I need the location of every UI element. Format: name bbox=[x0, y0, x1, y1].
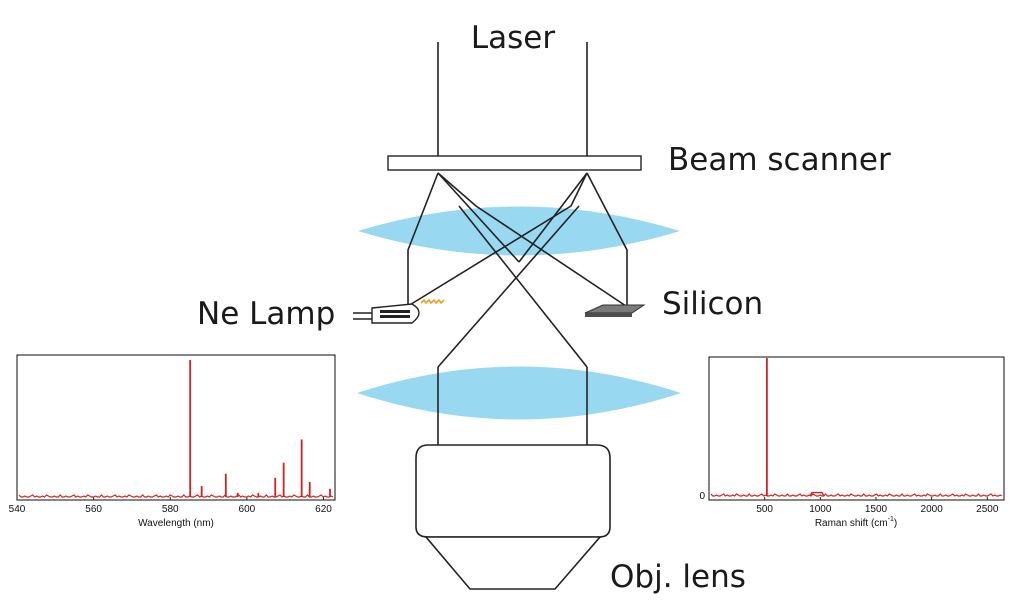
beam-scanner-label: Beam scanner bbox=[668, 142, 891, 178]
chart-frame bbox=[16, 354, 336, 501]
scanned-beams bbox=[407, 172, 628, 368]
x-axis-title: Wavelength (nm) bbox=[138, 518, 214, 529]
y-tick-label: 0 bbox=[699, 491, 705, 502]
spectrum-peak bbox=[809, 491, 825, 497]
x-tick-label: 560 bbox=[85, 504, 102, 515]
objective-lens bbox=[415, 444, 611, 590]
lamp-glow-icon bbox=[420, 298, 445, 305]
upper-lens bbox=[358, 206, 680, 256]
silicon-label: Silicon bbox=[662, 286, 763, 322]
x-tick-label: 620 bbox=[315, 504, 332, 515]
ne-lamp bbox=[353, 303, 420, 324]
x-tick-label: 1000 bbox=[809, 504, 832, 515]
x-tick-label: 600 bbox=[239, 504, 256, 515]
chart-frame bbox=[708, 356, 1005, 501]
laser-label: Laser bbox=[471, 20, 555, 56]
x-axis-title-end: ) bbox=[894, 518, 897, 529]
spectrum-baseline bbox=[18, 494, 334, 498]
x-tick-label: 580 bbox=[162, 504, 179, 515]
x-axis-title-superscript: -1 bbox=[888, 516, 894, 523]
silicon-raman-spectrum-chart: 500 1000 1500 2000 2500 0 Raman shift (cm-1) bbox=[699, 356, 1005, 529]
x-tick-label: 2500 bbox=[976, 504, 999, 515]
x-tick-label: 500 bbox=[756, 504, 773, 515]
obj-lens-label: Obj. lens bbox=[610, 559, 746, 595]
spectrum-baseline bbox=[710, 493, 1003, 497]
x-axis-title-text: Raman shift (cm bbox=[815, 518, 888, 529]
x-tick-label: 540 bbox=[9, 504, 26, 515]
x-tick-label: 1500 bbox=[865, 504, 888, 515]
ne-lamp-label: Ne Lamp bbox=[197, 296, 335, 332]
ne-lamp-spectrum-chart: 540 560 580 600 620 Wavelength (nm) bbox=[9, 354, 336, 529]
x-axis-title: Raman shift (cm-1) bbox=[815, 516, 897, 529]
silicon-sample bbox=[584, 304, 646, 317]
x-tick-label: 2000 bbox=[921, 504, 944, 515]
x-axis-title-text: Wavelength (nm) bbox=[138, 518, 214, 529]
beam-scanner bbox=[387, 155, 642, 171]
lower-lens bbox=[357, 366, 681, 420]
